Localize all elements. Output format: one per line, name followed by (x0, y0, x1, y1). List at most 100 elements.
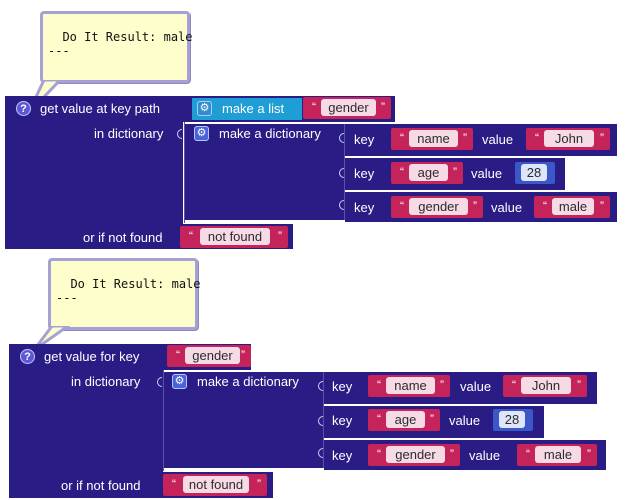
key-value[interactable]: gender (409, 198, 468, 215)
open-quote-icon: “ (377, 378, 381, 392)
close-quote-icon: ” (241, 348, 245, 362)
value-label: value (449, 413, 481, 428)
get-value-at-key-path-block[interactable]: ? get value at key path ⚙ make a list “ … (5, 96, 617, 250)
not-found-value[interactable]: not found (200, 228, 270, 245)
do-it-result-text: Do It Result: male --- (56, 277, 201, 305)
key-value[interactable]: gender (386, 446, 445, 463)
in-dictionary-label: in dictionary (94, 126, 164, 141)
key-text-block[interactable]: “ age ” (368, 409, 440, 431)
open-quote-icon: “ (400, 131, 404, 145)
do-it-result-bubble: Do It Result: male --- (48, 258, 201, 330)
open-quote-icon: “ (172, 477, 176, 491)
gear-icon[interactable]: ⚙ (194, 126, 209, 141)
make-dictionary-label: make a dictionary (219, 126, 321, 141)
open-quote-icon: “ (176, 348, 180, 362)
socket-connector (339, 168, 344, 178)
close-quote-icon: ” (440, 378, 444, 392)
close-quote-icon: ” (257, 477, 261, 491)
key-label: key (332, 448, 353, 463)
divider (323, 372, 324, 468)
or-if-not-found-label: or if not found (61, 478, 141, 493)
close-quote-icon: ” (453, 165, 457, 179)
value-number-block[interactable]: 28 (493, 409, 533, 431)
value-text-block[interactable]: “ John ” (503, 375, 587, 397)
make-list-block[interactable]: ⚙ make a list (192, 98, 302, 120)
value-value[interactable]: male (535, 446, 581, 463)
key-text-block[interactable]: “ name ” (368, 375, 450, 397)
key-value[interactable]: age (386, 411, 425, 428)
in-dictionary-label: in dictionary (71, 374, 141, 389)
open-quote-icon: “ (312, 100, 316, 114)
key-text-block[interactable]: “ gender ” (167, 345, 251, 367)
open-quote-icon: “ (526, 447, 530, 461)
not-found-value[interactable]: not found (183, 476, 249, 493)
close-quote-icon: ” (600, 131, 604, 145)
block-body (5, 96, 183, 249)
value-text-block[interactable]: “ male ” (534, 196, 610, 218)
socket-connector (339, 133, 344, 143)
divider (344, 124, 345, 220)
open-quote-icon: “ (543, 199, 547, 213)
key-label: key (332, 379, 353, 394)
key-label: key (354, 200, 375, 215)
divider (163, 370, 164, 471)
value-label: value (491, 200, 523, 215)
make-dictionary-label: make a dictionary (197, 374, 299, 389)
key-label: key (354, 166, 375, 181)
value-label: value (469, 448, 501, 463)
path-item-text-block[interactable]: “ gender ” (303, 97, 391, 119)
help-icon[interactable]: ? (16, 101, 31, 116)
open-quote-icon: “ (400, 165, 404, 179)
socket-connector (177, 129, 182, 139)
value-number[interactable]: 28 (499, 411, 525, 428)
or-if-not-found-label: or if not found (83, 230, 163, 245)
close-quote-icon: ” (381, 100, 385, 114)
make-dictionary-block[interactable] (164, 372, 324, 468)
key-text-block[interactable]: “ age ” (391, 162, 463, 184)
header-label: get value at key path (40, 101, 160, 116)
value-value[interactable]: John (521, 377, 571, 394)
key-text-block[interactable]: “ gender ” (391, 196, 483, 218)
open-quote-icon: “ (512, 378, 516, 392)
socket-connector (318, 381, 323, 391)
help-icon[interactable]: ? (20, 349, 35, 364)
not-found-text-block[interactable]: “ not found ” (180, 226, 288, 248)
gear-icon[interactable]: ⚙ (197, 101, 212, 116)
block-body (9, 344, 163, 498)
key-value[interactable]: gender (185, 347, 240, 364)
key-text-block[interactable]: “ gender ” (368, 444, 460, 466)
key-text-block[interactable]: “ name ” (391, 128, 473, 150)
do-it-result-bubble: Do It Result: male --- (40, 11, 193, 83)
path-item-value[interactable]: gender (321, 99, 376, 116)
close-quote-icon: ” (450, 447, 454, 461)
socket-connector (318, 448, 323, 458)
not-found-text-block[interactable]: “ not found ” (163, 474, 267, 496)
key-value[interactable]: name (409, 130, 458, 147)
gear-icon[interactable]: ⚙ (172, 374, 187, 389)
key-value[interactable]: name (386, 377, 435, 394)
close-quote-icon: ” (430, 412, 434, 426)
value-value[interactable]: male (552, 198, 594, 215)
socket-connector (339, 200, 344, 210)
value-value[interactable]: John (544, 130, 594, 147)
key-value[interactable]: age (409, 164, 448, 181)
make-dictionary-block[interactable] (185, 124, 345, 220)
value-label: value (482, 132, 514, 147)
divider (184, 122, 185, 223)
close-quote-icon: ” (463, 131, 467, 145)
value-label: value (471, 166, 503, 181)
socket-connector (318, 416, 323, 426)
value-text-block[interactable]: “ John ” (526, 128, 610, 150)
key-label: key (354, 132, 375, 147)
open-quote-icon: “ (377, 412, 381, 426)
make-list-label: make a list (222, 101, 285, 116)
value-number-block[interactable]: 28 (515, 162, 555, 184)
value-number[interactable]: 28 (521, 164, 547, 181)
value-text-block[interactable]: “ male ” (517, 444, 597, 466)
get-value-for-key-block[interactable]: ? get value for key “ gender ” in dictio… (9, 344, 609, 498)
open-quote-icon: “ (377, 447, 381, 461)
close-quote-icon: ” (600, 199, 604, 213)
value-label: value (460, 379, 492, 394)
open-quote-icon: “ (400, 199, 404, 213)
close-quote-icon: ” (587, 447, 591, 461)
